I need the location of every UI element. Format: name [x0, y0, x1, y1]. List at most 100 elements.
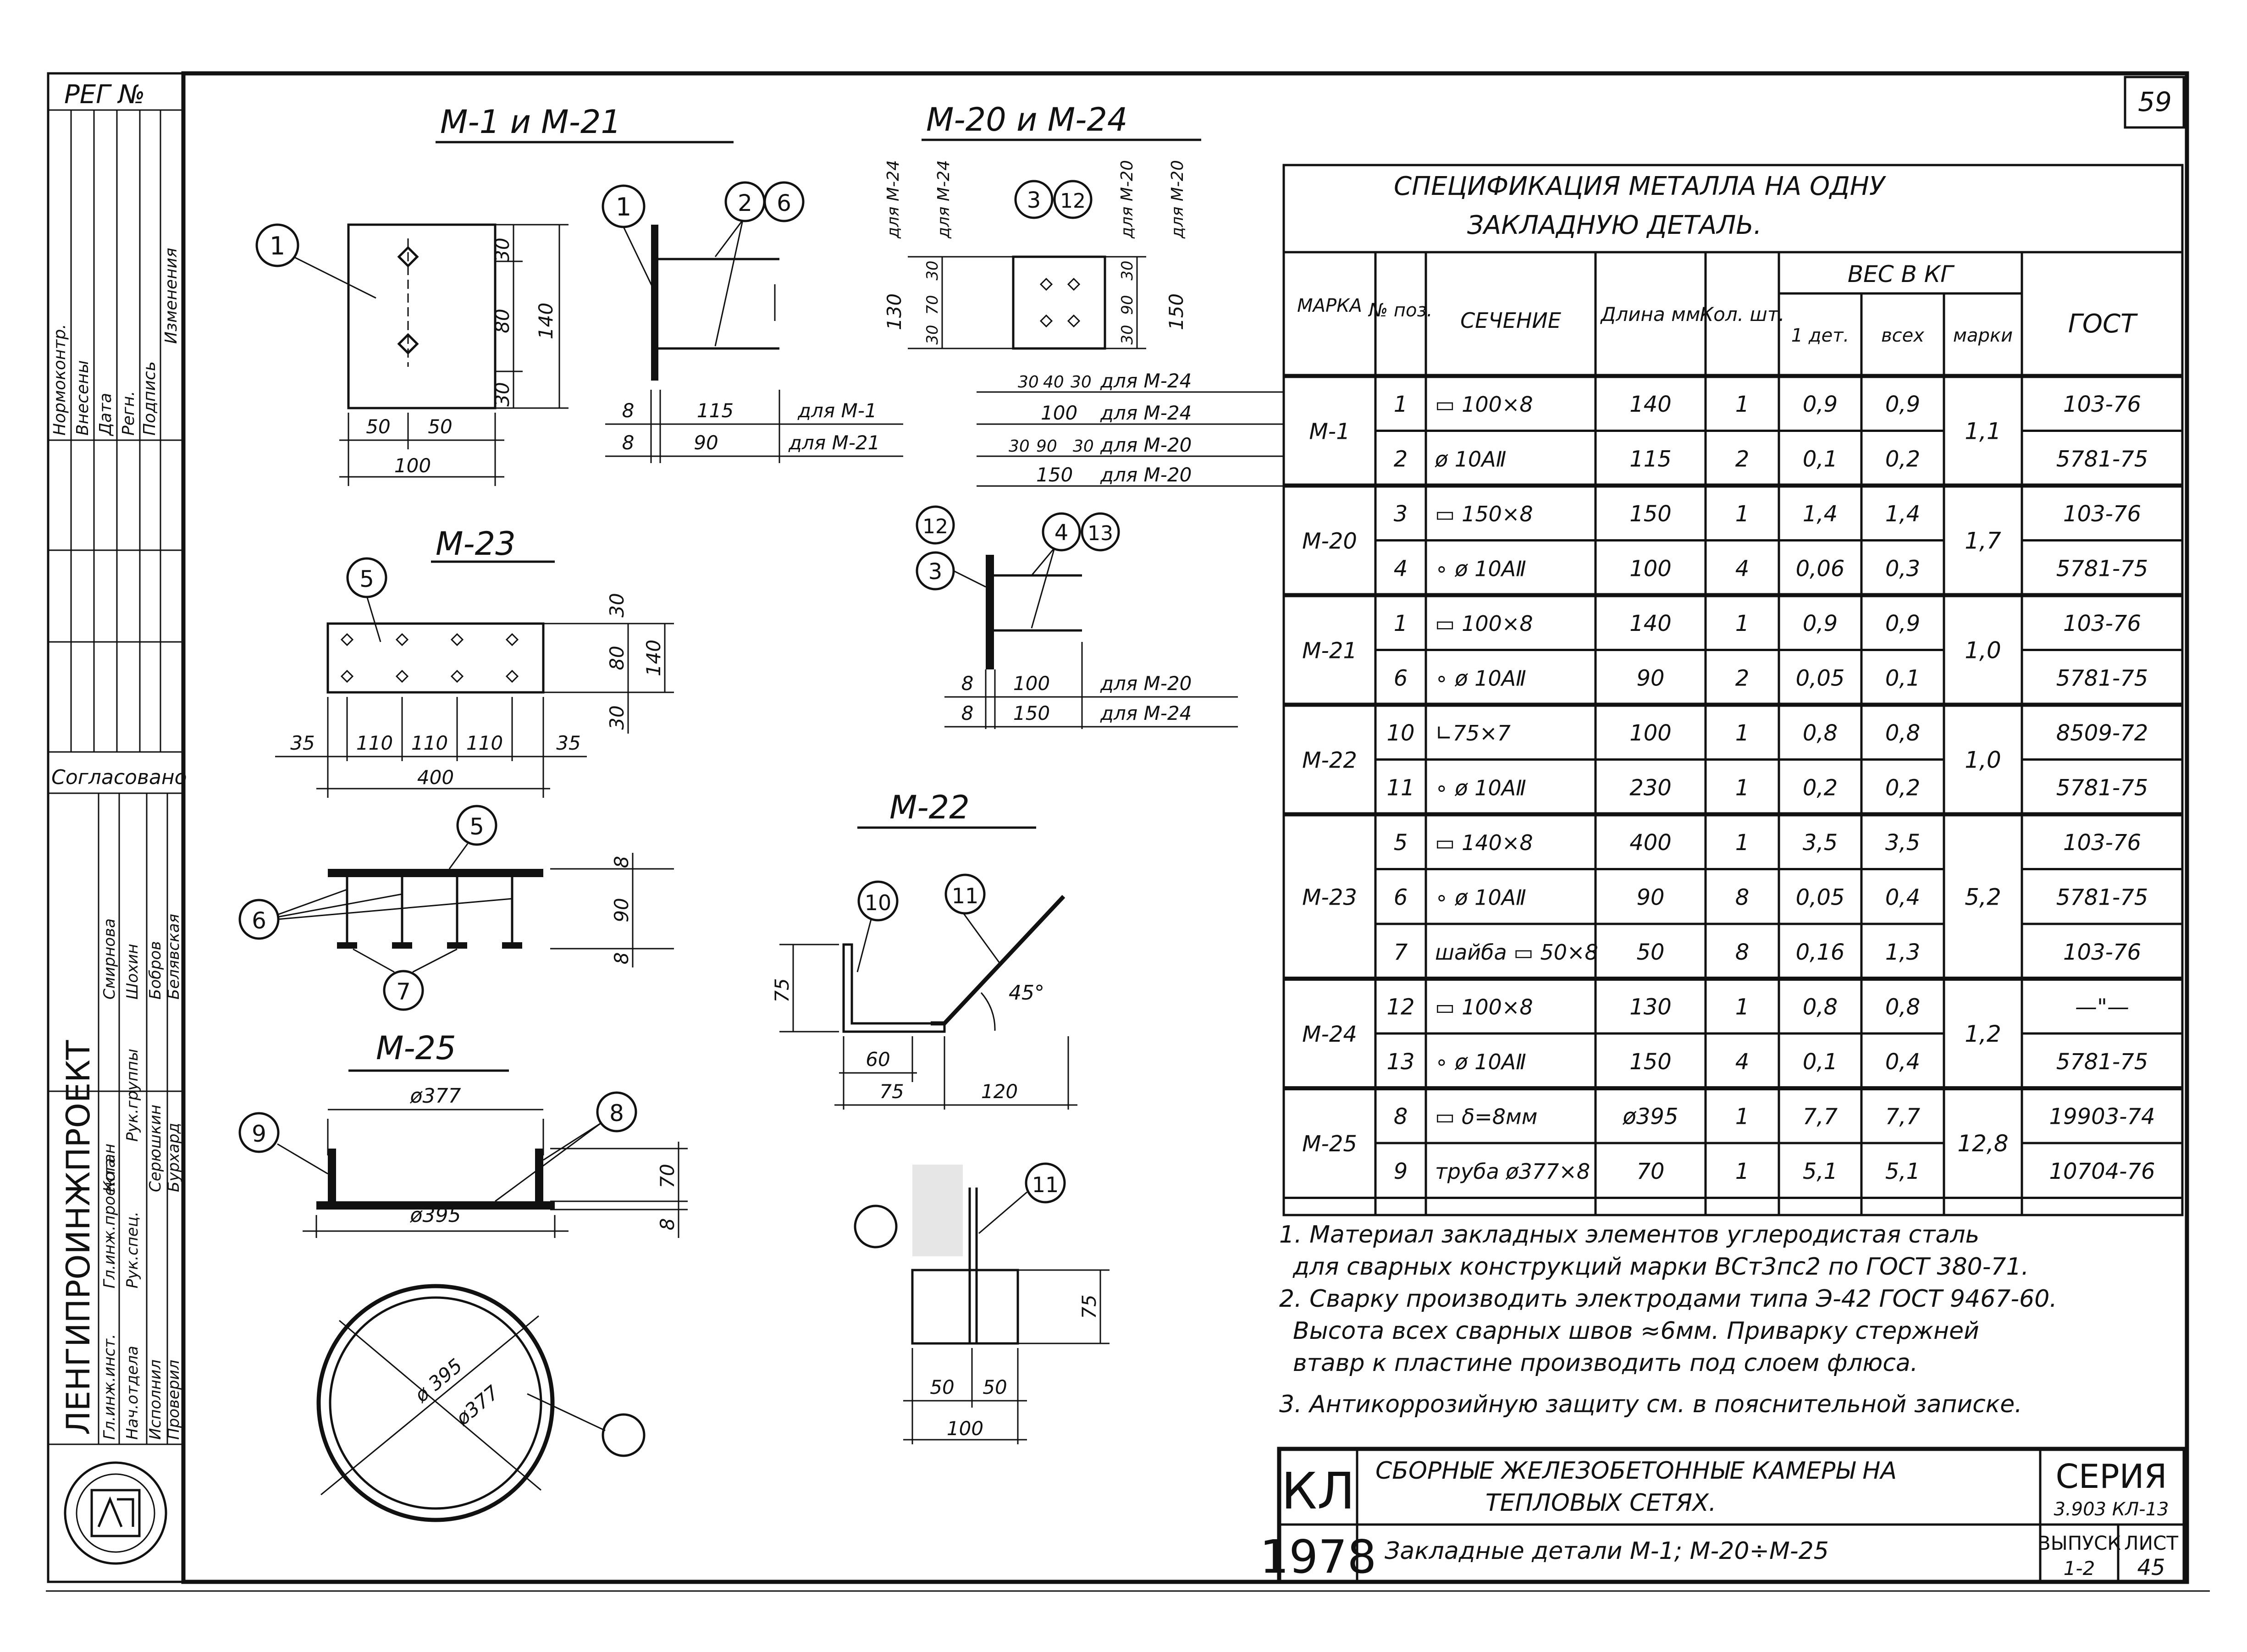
spec-pos: 5: [1394, 830, 1408, 856]
spec-weight-all: 5,1: [1885, 1159, 1920, 1184]
svg-text:70: 70: [656, 1164, 679, 1188]
spec-weight-one: 0,16: [1796, 939, 1845, 965]
svg-text:140: 140: [642, 640, 665, 676]
svg-text:90: 90: [610, 898, 633, 922]
note-line-3: 2. Сварку производить электродами типа Э…: [1279, 1285, 2057, 1313]
svg-text:110: 110: [356, 732, 393, 754]
spec-qty: 1: [1735, 720, 1750, 746]
svg-text:30: 30: [491, 238, 513, 262]
svg-text:150: 150: [1165, 293, 1187, 330]
spec-pos: 6: [1394, 884, 1408, 910]
side-role-3: Нач.отдела: [123, 1346, 142, 1440]
svg-text:150: 150: [1013, 702, 1050, 724]
svg-text:4: 4: [1054, 520, 1069, 546]
svg-text:50: 50: [930, 1376, 954, 1398]
m25-ring-outer: [316, 1284, 555, 1522]
m22-angle-section: [842, 943, 946, 1033]
svg-text:100: 100: [947, 1417, 983, 1440]
spec-qty: 1: [1735, 1159, 1750, 1184]
spec-length: 230: [1629, 775, 1672, 801]
spec-weight-all: 0,2: [1885, 446, 1920, 472]
spec-weight-one: 5,1: [1803, 1159, 1838, 1184]
tb-subtitle: Закладные детали М-1; М-20÷М-25: [1385, 1537, 1829, 1565]
svg-text:марки: марки: [1953, 325, 2013, 346]
svg-text:90: 90: [694, 431, 718, 454]
note-line-2: для сварных конструкций марки ВСт3пс2 по…: [1292, 1253, 2029, 1281]
spec-gost: 5781-75: [2056, 446, 2148, 472]
spec-length: 400: [1629, 830, 1672, 856]
svg-text:35: 35: [556, 732, 580, 754]
title-block: КЛ 1978 СБОРНЫЕ ЖЕЛЕЗОБЕТОННЫЕ КАМЕРЫ НА…: [1260, 1447, 2187, 1584]
svg-text:35: 35: [290, 732, 315, 754]
spec-gost: 5781-75: [2056, 556, 2148, 581]
spec-length: 100: [1629, 720, 1672, 746]
spec-qty: 1: [1735, 392, 1750, 417]
svg-text:12: 12: [1060, 189, 1086, 213]
svg-text:для М-20: для М-20: [1118, 160, 1137, 239]
m25-title: М-25: [376, 1029, 456, 1067]
spec-length: 150: [1629, 501, 1672, 527]
spec-weight-one: 0,05: [1796, 665, 1845, 691]
drawing-m22: М-22 10 11 45° 75 60 75 120: [771, 789, 1077, 1110]
svg-text:40: 40: [1043, 373, 1064, 392]
spec-qty: 4: [1735, 556, 1750, 581]
spec-length: 140: [1629, 611, 1672, 636]
spec-marka: М-24: [1302, 1022, 1357, 1047]
spec-length: 50: [1636, 939, 1664, 965]
spec-weight-one: 0,1: [1803, 446, 1838, 472]
spec-qty: 1: [1735, 830, 1750, 856]
spec-section: ∘ ø 10АⅡ: [1435, 556, 1526, 581]
side-role-7: Проверил: [165, 1360, 183, 1440]
spec-qty: 1: [1735, 775, 1750, 801]
callout-12: [1053, 180, 1093, 219]
svg-text:11: 11: [952, 884, 979, 908]
callout-4: [1042, 512, 1081, 552]
m20-plate-side: [986, 555, 994, 669]
side-role-4: Рук.спец.: [123, 1211, 142, 1288]
svg-text:Длина мм: Длина мм: [1600, 303, 1700, 326]
spec-mark-weight: 1,1: [1965, 418, 2001, 445]
spec-weight-all: 0,4: [1885, 1049, 1920, 1075]
svg-text:30: 30: [1118, 260, 1137, 280]
spec-weight-all: 1,3: [1885, 939, 1920, 965]
svg-text:ø377: ø377: [451, 1381, 503, 1430]
spec-table: СПЕЦИФИКАЦИЯ МЕТАЛЛА НА ОДНУ ЗАКЛАДНУЮ Д…: [1282, 164, 2184, 1216]
svg-text:ø377: ø377: [410, 1084, 461, 1108]
spec-section: ▭ 100×8: [1435, 392, 1533, 417]
spec-weight-one: 0,05: [1796, 884, 1845, 910]
spec-gost: 5781-75: [2056, 775, 2148, 801]
spec-pos: 9: [1394, 1159, 1408, 1184]
spec-mark-weight: 1,0: [1965, 747, 2001, 774]
svg-text:30: 30: [1118, 325, 1137, 344]
spec-section: труба ø377×8: [1435, 1159, 1590, 1184]
svg-text:75: 75: [1078, 1294, 1100, 1319]
spec-weight-one: 7,7: [1803, 1104, 1838, 1129]
spec-mark-weight: 12,8: [1957, 1130, 2008, 1157]
svg-text:для М-24: для М-24: [1100, 702, 1192, 724]
svg-text:8: 8: [609, 1100, 624, 1127]
spec-length: 90: [1636, 884, 1664, 910]
svg-text:1: 1: [270, 232, 285, 260]
m20-plate-plan: [1012, 255, 1106, 350]
org-logo: [64, 1461, 167, 1565]
spec-weight-all: 0,9: [1885, 611, 1920, 636]
tb-title2: ТЕПЛОВЫХ СЕТЯХ.: [1485, 1489, 1716, 1517]
spec-section: ∘ ø 10АⅡ: [1435, 885, 1526, 910]
callout-11: [944, 873, 986, 915]
spec-section: ▭ 100×8: [1435, 995, 1533, 1019]
spec-qty: 2: [1735, 665, 1750, 691]
svg-text:30: 30: [923, 260, 942, 280]
m23-title: М-23: [436, 525, 516, 563]
svg-text:8: 8: [961, 702, 974, 724]
spec-qty: 1: [1735, 994, 1750, 1020]
svg-text:115: 115: [697, 399, 734, 422]
callout-3: [1014, 180, 1054, 219]
spec-section: ▭ 140×8: [1435, 830, 1533, 855]
m1-plate-plan: [347, 223, 497, 409]
spec-weight-one: 0,1: [1803, 1049, 1838, 1075]
spec-length: 100: [1629, 556, 1672, 581]
spec-section: ▭ δ=8мм: [1435, 1104, 1537, 1129]
svg-text:100: 100: [394, 454, 431, 477]
spec-pos: 13: [1386, 1049, 1414, 1075]
